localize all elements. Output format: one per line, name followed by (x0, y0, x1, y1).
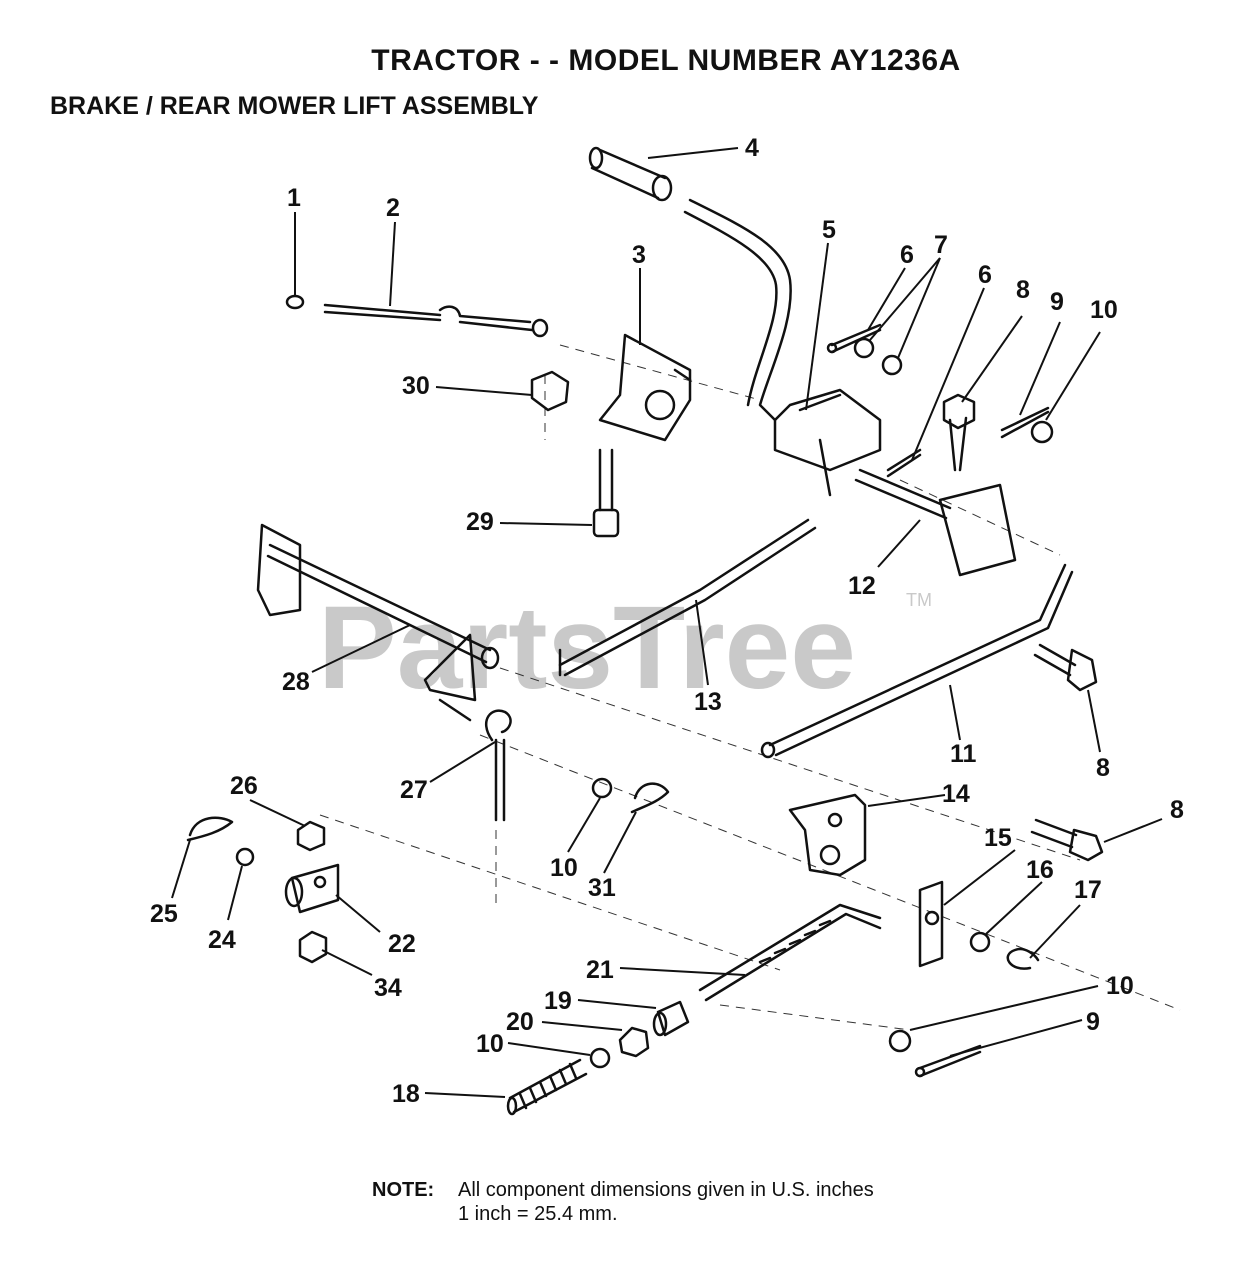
part-1-pin (285, 294, 305, 310)
part-34-nut (298, 930, 328, 964)
callout-13: 13 (694, 688, 722, 716)
callout-21: 21 (586, 956, 614, 984)
callout-3: 3 (632, 241, 646, 269)
callout-19: 19 (544, 987, 572, 1015)
callout-22: 22 (388, 930, 416, 958)
callout-7: 7 (934, 231, 948, 259)
part-15-plate (918, 880, 944, 968)
part-6-cotter-pin (826, 323, 882, 354)
callout-12: 12 (848, 572, 876, 600)
callout-5: 5 (822, 216, 836, 244)
callout-2: 2 (386, 194, 400, 222)
part-10-washer-mid (591, 777, 613, 799)
watermark: PartsTree (318, 582, 856, 714)
callout-31: 31 (588, 874, 616, 902)
callout-29: 29 (466, 508, 494, 536)
diagram-title: TRACTOR - - MODEL NUMBER AY1236A (371, 44, 961, 77)
part-3-bracket (598, 333, 692, 442)
part-7-washers (853, 337, 903, 376)
part-25-hair-pin (186, 816, 234, 842)
callout-11: 11 (950, 740, 977, 768)
part-30-nut (530, 370, 570, 412)
part-18-spring (506, 1058, 588, 1116)
callout-8c: 8 (1170, 796, 1184, 824)
callout-leaders (171, 147, 1163, 1098)
part-13-link-rod (558, 518, 817, 677)
part-20-nut (618, 1026, 650, 1058)
callout-9b: 9 (1086, 1008, 1100, 1036)
callout-20: 20 (506, 1008, 534, 1036)
callout-26: 26 (230, 772, 258, 800)
callout-8b: 8 (1096, 754, 1110, 782)
callout-16: 16 (1026, 856, 1054, 884)
part-2-rod (323, 303, 549, 338)
callout-9: 9 (1050, 288, 1064, 316)
callout-1: 1 (287, 184, 301, 212)
callout-27: 27 (400, 776, 428, 804)
part-8-bolt-lower (1030, 818, 1104, 862)
callout-14: 14 (942, 780, 970, 808)
part-12-shaft (854, 468, 1017, 577)
note-label: NOTE: (372, 1179, 435, 1201)
callout-30: 30 (402, 372, 430, 400)
callout-17: 17 (1074, 876, 1102, 904)
part-28-cross-shaft (256, 523, 500, 702)
callout-34: 34 (374, 974, 402, 1002)
callout-6: 6 (900, 241, 914, 269)
watermark-tm: TM (906, 590, 932, 610)
callout-24: 24 (208, 926, 236, 954)
note-line-2: 1 inch = 25.4 mm. (458, 1203, 618, 1225)
part-26-nut (296, 820, 326, 852)
part-24-washer (235, 847, 255, 867)
part-22-swivel-block (284, 863, 340, 914)
callout-labels: 1 2 3 4 5 6 7 6 8 9 10 30 29 12 28 13 11… (150, 134, 1184, 1108)
part-16-washer (969, 931, 991, 953)
callout-25: 25 (150, 900, 178, 928)
callout-6b: 6 (978, 261, 992, 289)
callout-4: 4 (745, 134, 759, 162)
note-line-1: All component dimensions given in U.S. i… (458, 1179, 874, 1201)
assembly-subtitle: BRAKE / REAR MOWER LIFT ASSEMBLY (50, 92, 539, 120)
part-11-link-rod (760, 563, 1074, 759)
part-10-washer-right (888, 1029, 912, 1053)
part-4-handle-grip (588, 146, 673, 202)
callout-15: 15 (984, 824, 1012, 852)
part-9-cotter-pin (1000, 406, 1050, 439)
part-8-bolt-middle (1033, 643, 1098, 692)
part-29-bolt (592, 448, 620, 538)
callout-18: 18 (392, 1080, 420, 1108)
part-5-lift-lever (683, 198, 882, 497)
callout-28: 28 (282, 668, 310, 696)
part-14-bracket (788, 793, 867, 877)
part-27-hook-bolt (438, 698, 512, 822)
dimension-note: NOTE: All component dimensions given in U… (372, 1178, 874, 1226)
callout-10d: 10 (476, 1030, 504, 1058)
part-21-threaded-rod (698, 903, 882, 1002)
part-8-bolt-upper (942, 393, 976, 472)
callout-10: 10 (1090, 296, 1118, 324)
callout-10b: 10 (550, 854, 578, 882)
part-19-spacer (652, 1000, 690, 1037)
part-10-washer (1030, 420, 1054, 444)
callout-10c: 10 (1106, 972, 1134, 1000)
part-10-washer-lower (589, 1047, 611, 1069)
part-31-hair-pin (630, 782, 670, 814)
callout-8: 8 (1016, 276, 1030, 304)
